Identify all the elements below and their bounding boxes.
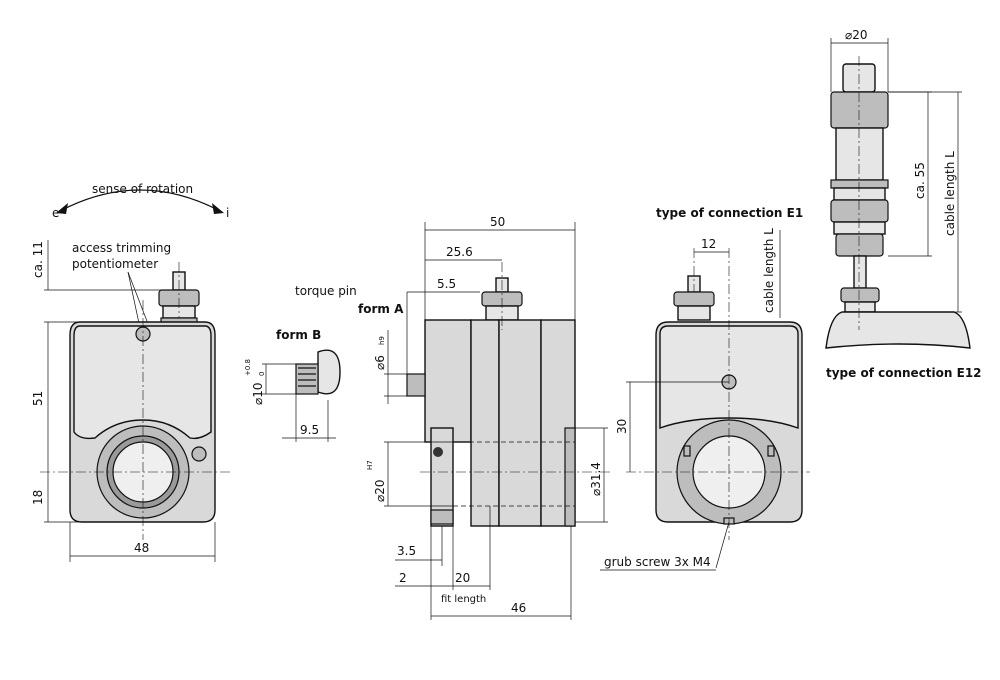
rotation-arrow xyxy=(61,189,219,211)
dim-3-5: 3.5 xyxy=(397,544,416,558)
form-a-label: form A xyxy=(358,302,404,316)
dim-30: 30 xyxy=(615,419,629,434)
connection-e1-view: type of connection E1 12 30 cable length… xyxy=(600,206,810,571)
connection-e12-view: ⌀20 ca. 55 cable length L type of connec… xyxy=(825,28,982,380)
dim-51: 51 xyxy=(31,391,45,406)
dim-d20-tol: H7 xyxy=(366,460,374,470)
dim-ca55: ca. 55 xyxy=(913,162,927,199)
dim-d10: ⌀10 xyxy=(251,383,265,406)
dim-d10-tol-up: +0.8 xyxy=(244,359,252,376)
dim-d6: ⌀6 xyxy=(373,355,387,370)
cable-length-e12-label: cable length L xyxy=(943,151,957,236)
dim-d10-tol-low: 0 xyxy=(258,372,266,376)
dim-d20-conn: ⌀20 xyxy=(845,28,868,42)
sense-of-rotation-label: sense of rotation xyxy=(92,182,193,196)
dim-25-6: 25.6 xyxy=(446,245,473,259)
type-e12-label: type of connection E12 xyxy=(826,366,982,380)
form-b-label: form B xyxy=(276,328,321,342)
dim-ca11: ca. 11 xyxy=(31,241,45,278)
front-view: sense of rotation e i access trimming po… xyxy=(31,182,230,562)
dim-12: 12 xyxy=(701,237,716,251)
direction-i-label: i xyxy=(226,206,229,220)
dim-46: 46 xyxy=(511,601,526,615)
dim-2: 2 xyxy=(399,571,407,585)
dim-d31-4: ⌀31.4 xyxy=(589,462,603,496)
fit-length-label: fit length xyxy=(441,594,486,605)
form-b-detail: torque pin form B ⌀10 +0.8 0 9.5 xyxy=(244,284,357,442)
grub-screw-label: grub screw 3x M4 xyxy=(604,555,711,569)
direction-e-label: e xyxy=(52,206,59,220)
side-view: form A 50 25.6 5.5 xyxy=(358,215,610,620)
torque-pin-label: torque pin xyxy=(295,284,357,298)
dim-d20: ⌀20 xyxy=(373,480,387,503)
dim-50: 50 xyxy=(490,215,505,229)
access-trimming-label-1: access trimming xyxy=(72,241,171,255)
dim-48: 48 xyxy=(134,541,149,555)
access-trimming-label-2: potentiometer xyxy=(72,257,158,271)
cable-length-e1-label: cable length L xyxy=(762,228,776,313)
dim-20-fit: 20 xyxy=(455,571,470,585)
type-e1-label: type of connection E1 xyxy=(656,206,803,220)
dim-5-5: 5.5 xyxy=(437,277,456,291)
dim-18: 18 xyxy=(31,490,45,505)
dim-d6-tol: h9 xyxy=(378,336,386,345)
dim-9-5: 9.5 xyxy=(300,423,319,437)
